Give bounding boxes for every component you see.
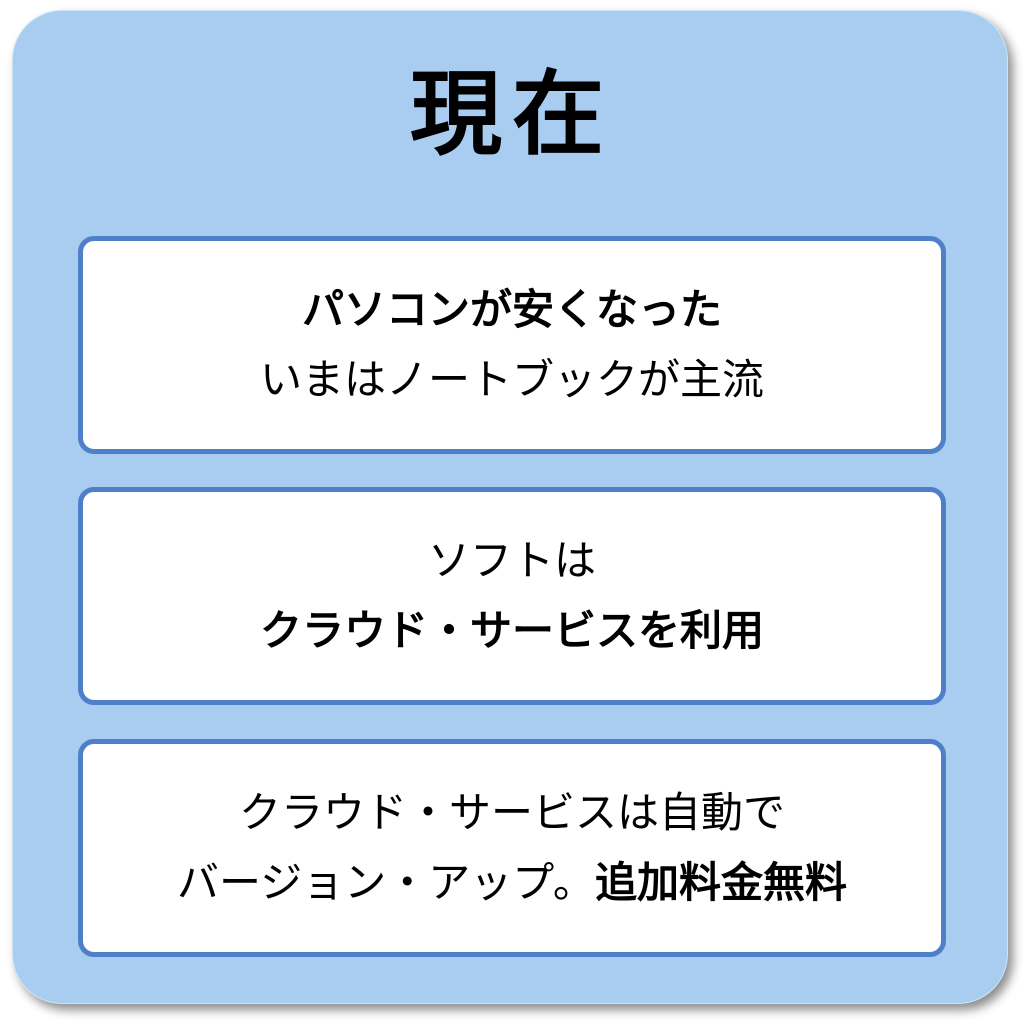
box-3-line-2: バージョン・アップ。追加料金無料 (177, 848, 847, 918)
box-3-line-1: クラウド・サービスは自動で (238, 788, 785, 837)
box-1-line-1: パソコンが安くなった (301, 285, 722, 334)
box-1-line-2: いまはノートブックが主流 (259, 355, 764, 404)
box-3-line-2-part-2: 追加料金無料 (594, 858, 847, 907)
info-box-auto-update: クラウド・サービスは自動で バージョン・アップ。追加料金無料 (78, 739, 946, 957)
box-2-line-1: ソフトは (427, 536, 596, 585)
box-3-line-2-part-1: バージョン・アップ。 (177, 858, 595, 907)
box-2-line-2: クラウド・サービスを利用 (259, 606, 764, 655)
info-box-notebook: パソコンが安くなった いまはノートブックが主流 (78, 236, 946, 454)
info-box-cloud-software: ソフトは クラウド・サービスを利用 (78, 487, 946, 705)
page-title: 現在 (409, 61, 614, 168)
